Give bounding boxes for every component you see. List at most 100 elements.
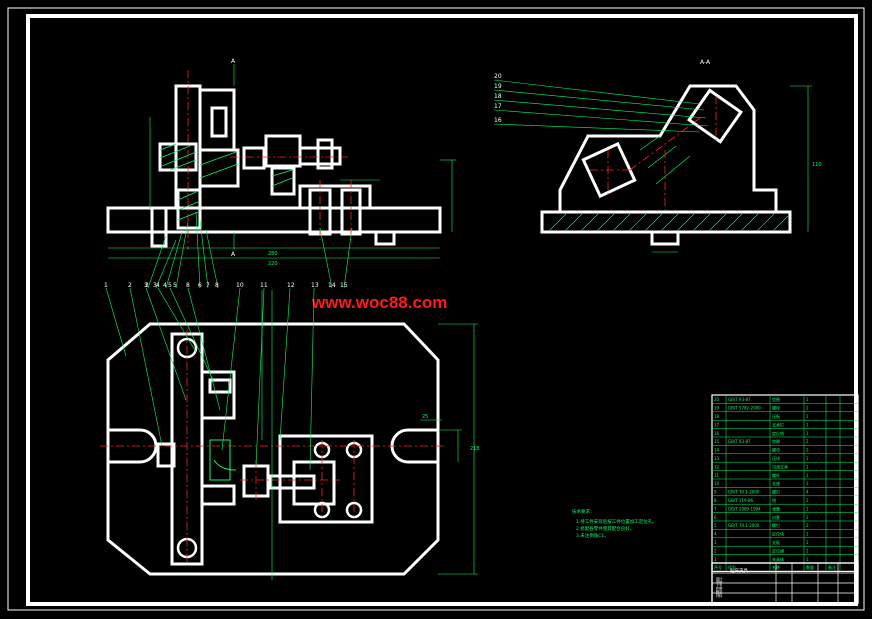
section-view-centerlines — [590, 96, 717, 210]
parts-cell-code: GB/T 70.1-2000 — [728, 523, 760, 528]
dim-front-inner: 220 — [268, 261, 278, 267]
parts-cell-code: GB/T 5782-2000 — [728, 406, 761, 411]
parts-list-frame — [711, 394, 859, 572]
parts-cell-no: 19 — [714, 406, 720, 411]
parts-cell-qty: 1 — [806, 532, 809, 537]
parts-cell-no: 2 — [714, 548, 717, 553]
dim-top-height: 218 — [470, 446, 480, 452]
section-view — [540, 84, 792, 246]
balloon-top-5: 5 — [168, 282, 172, 289]
balloon-front-6: 6 — [198, 282, 202, 289]
parts-cell-qty: 1 — [806, 414, 809, 419]
top-view-centerlines — [100, 330, 446, 566]
title-block-cell: 审核 — [716, 579, 723, 584]
parts-cell-name: 定位销 — [772, 430, 784, 436]
top-view-green-parts — [209, 439, 237, 481]
parts-cell-qty: 1 — [806, 515, 809, 520]
parts-cell-name: 夹具体 — [772, 556, 784, 562]
dim-slot-width: 25 — [422, 414, 428, 420]
balloon-front-2: 2 — [145, 282, 149, 289]
parts-cell-name: 螺钉 — [772, 489, 780, 495]
tech-req-line-3: 3.未注倒角C1。 — [576, 532, 609, 539]
parts-cell-qty: 1 — [806, 473, 809, 478]
section-view-dimensions — [652, 85, 812, 253]
parts-cell-no: 20 — [714, 397, 720, 402]
view-arrow-label-top: A — [231, 58, 236, 65]
balloon-section-17: 17 — [494, 103, 502, 110]
parts-cell-name: 弹簧 — [772, 505, 780, 511]
parts-cell-qty: 2 — [806, 448, 809, 453]
parts-cell-no: 18 — [714, 414, 720, 419]
parts-cell-name: 压板 — [772, 413, 780, 419]
parts-cell-code: 代号 — [728, 564, 736, 570]
parts-cell-name: 定位键 — [772, 547, 784, 553]
title-block-cell: 材料 — [716, 593, 723, 598]
parts-cell-no: 14 — [714, 448, 720, 453]
title-block-cell: 工艺 — [716, 583, 722, 588]
parts-cell-code: GB/T 119-86 — [728, 498, 754, 503]
parts-cell-no: 6 — [714, 515, 717, 520]
front-view-dimensions — [108, 64, 456, 259]
sheet-outer-border — [7, 7, 865, 611]
drawing-name: 钻床夹具 — [730, 567, 748, 574]
balloon-front-5: 5 — [173, 282, 177, 289]
parts-cell-qty: 2 — [806, 498, 809, 503]
parts-cell-qty: 1 — [806, 422, 809, 427]
parts-cell-name: 垫圈 — [772, 396, 780, 402]
title-block-cell: 设计 — [716, 576, 723, 581]
parts-list-row: 19 GB/T 5782-2000 螺栓 1 — [714, 405, 809, 411]
tech-req-line-1: 1.待工件安装后按工件位置加工定位孔。 — [576, 518, 657, 525]
top-view-balloon-labels: 1 2 3 4 5 8 10 11 12 13 — [104, 282, 319, 289]
view-arrow-label-bottom: A — [231, 251, 236, 258]
parts-cell-no: 9 — [714, 490, 717, 495]
parts-cell-no: 3 — [714, 540, 717, 545]
parts-cell-name: 支承钉 — [772, 421, 784, 427]
parts-cell-qty: 1 — [806, 464, 809, 469]
balloon-section-16: 16 — [494, 117, 502, 124]
parts-cell-name: 销 — [772, 497, 776, 503]
parts-cell-qty: 4 — [806, 490, 809, 495]
section-view-hatch — [549, 135, 789, 231]
parts-cell-name: 衬套 — [772, 514, 780, 520]
watermark: www.woc88.com — [311, 293, 447, 312]
balloon-top-2: 2 — [128, 282, 132, 289]
tech-requirements: 技术要求： 1.待工件安装后按工件位置加工定位孔。 2.修配各零件使其配合良好。… — [572, 508, 657, 539]
parts-cell-name: 螺杆 — [772, 472, 780, 478]
balloon-section-18: 18 — [494, 93, 502, 100]
front-view-leaders — [147, 211, 353, 289]
sheet-inner-border — [26, 14, 858, 606]
title-block-cell: 比例 — [716, 586, 722, 591]
front-view-balloon-labels: 2 3 4 5 6 7 8 14 15 — [145, 282, 348, 289]
parts-cell-name: 螺栓 — [772, 405, 780, 411]
parts-cell-no: 15 — [714, 439, 720, 444]
section-title: A-A — [700, 59, 711, 66]
parts-cell-qty: 2 — [806, 439, 809, 444]
title-block-cell: 数量 — [716, 590, 723, 595]
top-view-leaders — [105, 287, 315, 471]
parts-cell-qty: 1 — [806, 406, 809, 411]
parts-cell-no: 11 — [714, 473, 720, 478]
balloon-front-4: 4 — [163, 282, 167, 289]
parts-list-row: 18 压板 1 — [714, 413, 809, 419]
top-view-dimensions — [261, 290, 478, 580]
parts-cell-qty: 1 — [806, 506, 809, 511]
parts-cell-code: GB/T 70.1-2000 — [728, 490, 760, 495]
dim-front-overall: 280 — [268, 251, 278, 257]
parts-cell-name: 压块 — [772, 455, 780, 461]
parts-list-row: 6 衬套 1 — [714, 514, 809, 520]
balloon-front-7: 7 — [206, 282, 210, 289]
tech-req-line-2: 2.修配各零件使其配合良好。 — [576, 525, 634, 532]
parts-cell-qty: 1 — [806, 557, 809, 562]
